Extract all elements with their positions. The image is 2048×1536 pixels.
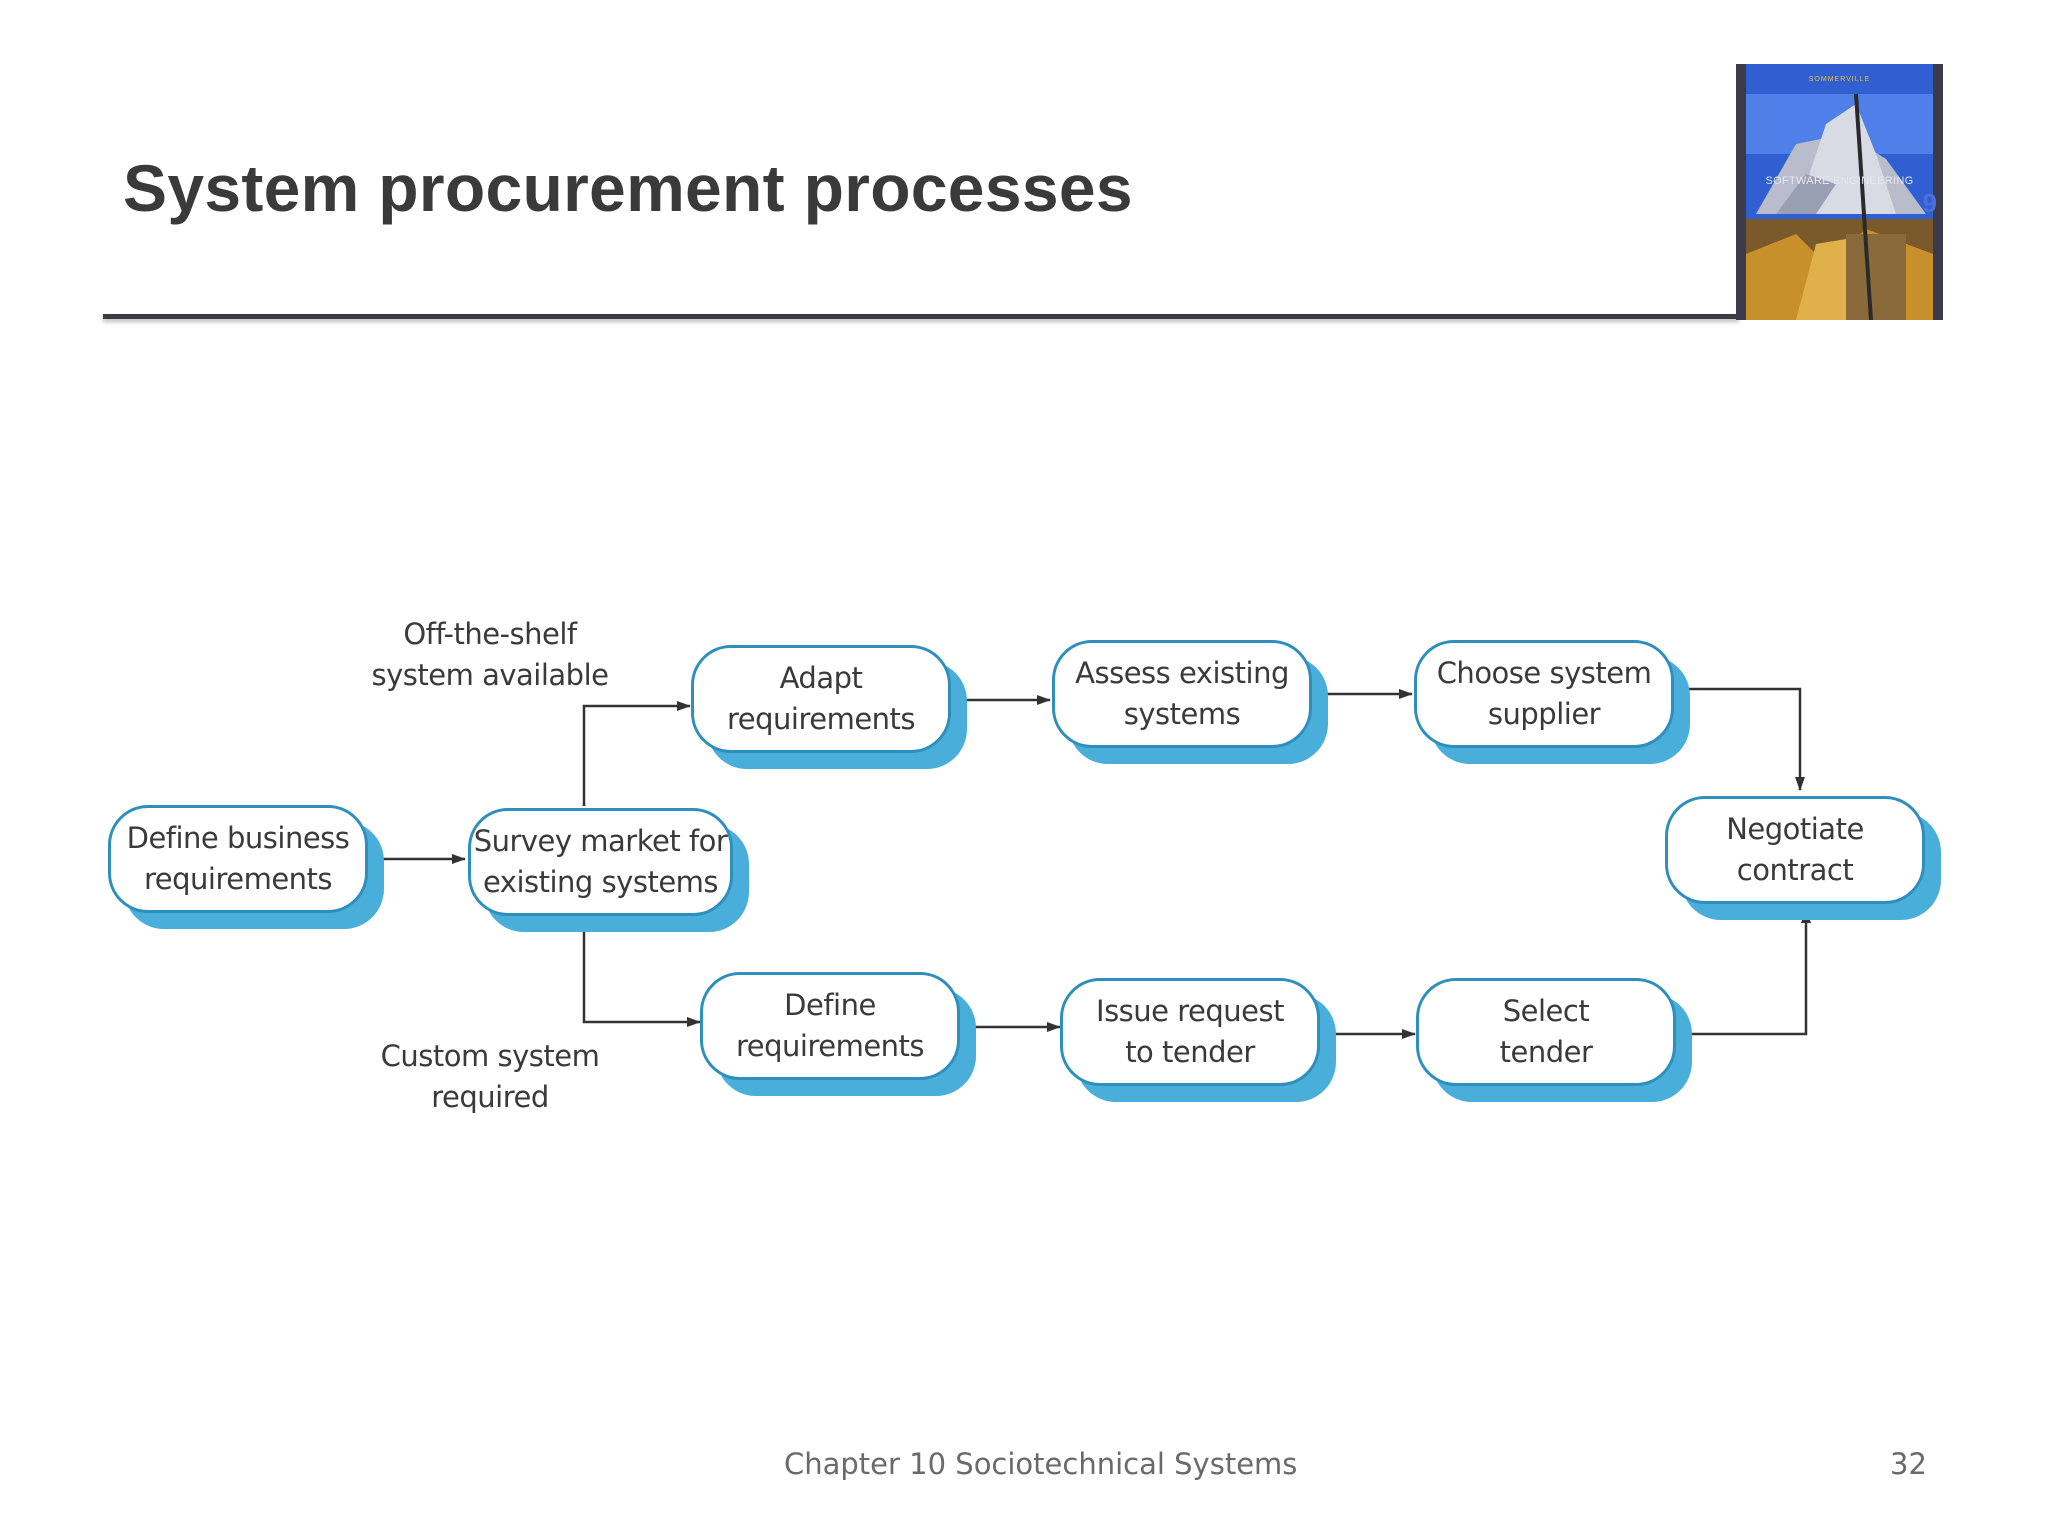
node-label: Issue request to tender: [1096, 994, 1284, 1069]
title-divider: [103, 314, 1739, 319]
node-label: Choose system supplier: [1436, 656, 1652, 731]
arrow-select-to-negotiate: [1675, 909, 1811, 1036]
node-issue-request-to-tender: Issue request to tender: [1060, 978, 1320, 1086]
label-custom-system: Custom system required: [380, 1039, 600, 1114]
node-label: Negotiate contract: [1726, 812, 1864, 887]
footer-chapter: Chapter 10 Sociotechnical Systems: [784, 1447, 1298, 1481]
arrow-choose-to-negotiate: [1670, 687, 1805, 791]
node-select-tender: Select tender: [1416, 978, 1676, 1086]
node-label: Survey market for existing systems: [473, 824, 728, 899]
label-off-the-shelf: Off-the-shelf system available: [371, 617, 609, 692]
node-label: Select tender: [1499, 994, 1593, 1069]
arrow-survey-to-adapt: [582, 701, 691, 806]
node-label: Define business requirements: [126, 821, 350, 896]
node-choose-system-supplier: Choose system supplier: [1414, 640, 1674, 748]
arrow-survey-to-define-req: [582, 912, 701, 1027]
node-adapt-requirements: Adapt requirements: [691, 645, 951, 753]
book-cover-edition: 9: [1922, 188, 1937, 218]
slide-title: System procurement processes: [123, 151, 1133, 225]
node-label: Adapt requirements: [726, 661, 916, 736]
node-assess-existing-systems: Assess existing systems: [1052, 640, 1312, 748]
node-label: Define requirements: [735, 988, 925, 1063]
node-define-requirements: Define requirements: [700, 972, 960, 1080]
node-define-business-requirements: Define business requirements: [108, 805, 368, 913]
footer-page-number: 32: [1890, 1447, 1927, 1481]
node-label: Assess existing systems: [1075, 656, 1289, 731]
book-cover-author: SOMMERVILLE: [1808, 76, 1871, 83]
book-cover-image: SOMMERVILLE SOFTWARE ENGINEERING 9: [1736, 64, 1943, 320]
node-negotiate-contract: Negotiate contract: [1665, 796, 1925, 904]
book-cover-art: [1736, 64, 1943, 320]
node-survey-market: Survey market for existing systems: [468, 808, 733, 916]
book-cover-title: SOFTWARE ENGINEERING: [1765, 175, 1914, 187]
